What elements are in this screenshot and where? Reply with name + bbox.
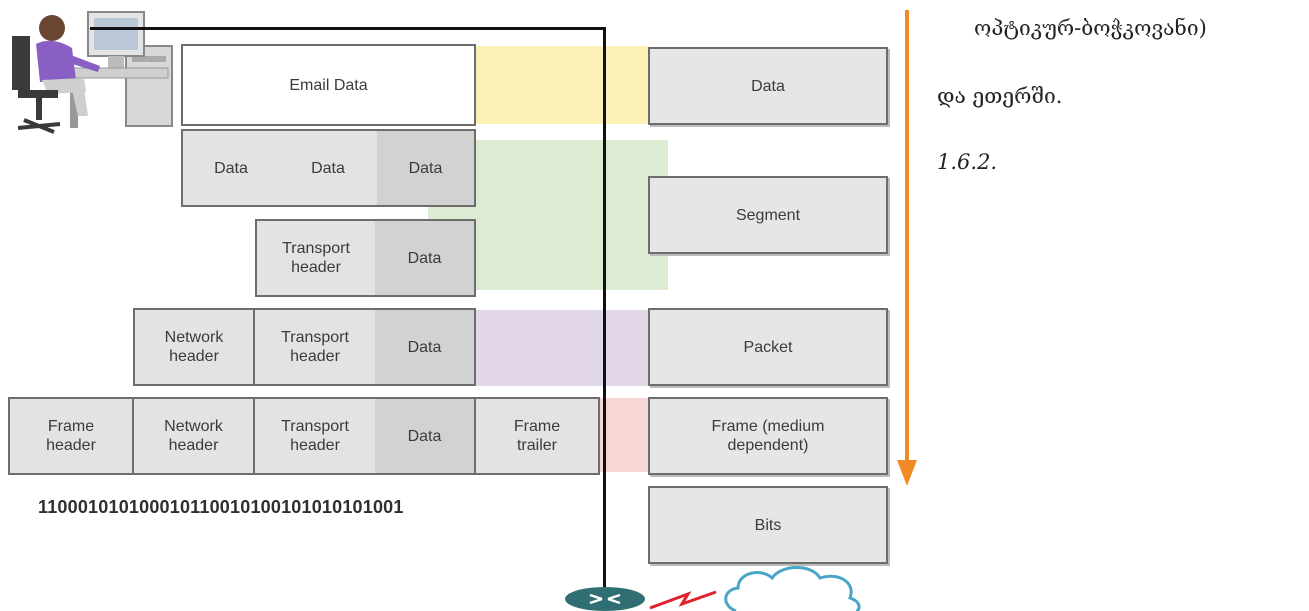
network-path-vertical: [603, 27, 606, 592]
side-text-line1: ოპტიკურ-ბოჭკოვანი): [974, 16, 1207, 40]
data-layer-band: [476, 46, 648, 124]
frame-network-header-cell: Network header: [132, 397, 253, 475]
transport-header-cell: Transport header: [255, 219, 375, 297]
data-segment-cell: Data: [377, 129, 476, 207]
wan-link-icon: [649, 590, 717, 610]
pdu-bits-box: Bits: [648, 486, 888, 564]
pdu-packet-box: Packet: [648, 308, 888, 386]
data-segment-cell: Data: [279, 129, 377, 207]
bits-stream: 110001010100010110010100101010101001: [38, 497, 404, 517]
pdu-data-box: Data: [648, 47, 888, 125]
encapsulation-arrow-icon: [897, 10, 917, 486]
frame-trailer-cell: Frame trailer: [474, 397, 600, 475]
pdu-frame-box: Frame (medium dependent): [648, 397, 888, 475]
email-data-cell: Email Data: [181, 44, 476, 126]
network-transport-header-cell: Transport header: [253, 308, 375, 386]
frame-transport-header-cell: Transport header: [253, 397, 375, 475]
pdu-segment-box: Segment: [648, 176, 888, 254]
packet-layer-band: [476, 310, 648, 386]
data-segment-cell: Data: [181, 129, 279, 207]
frame-header-cell: Frame header: [8, 397, 132, 475]
frame-layer-band: [600, 398, 648, 472]
cloud-icon: [724, 566, 861, 611]
network-header-cell: Network header: [133, 308, 253, 386]
computer-user-icon: [12, 11, 173, 134]
network-data-cell: Data: [375, 308, 476, 386]
side-text-line2: და ეთერში.: [937, 84, 1063, 108]
section-number: 1.6.2.: [937, 150, 998, 174]
network-path-horizontal: [90, 27, 606, 30]
frame-data-cell: Data: [375, 397, 474, 475]
transport-data-cell: Data: [375, 219, 476, 297]
router-icon: [565, 587, 645, 611]
